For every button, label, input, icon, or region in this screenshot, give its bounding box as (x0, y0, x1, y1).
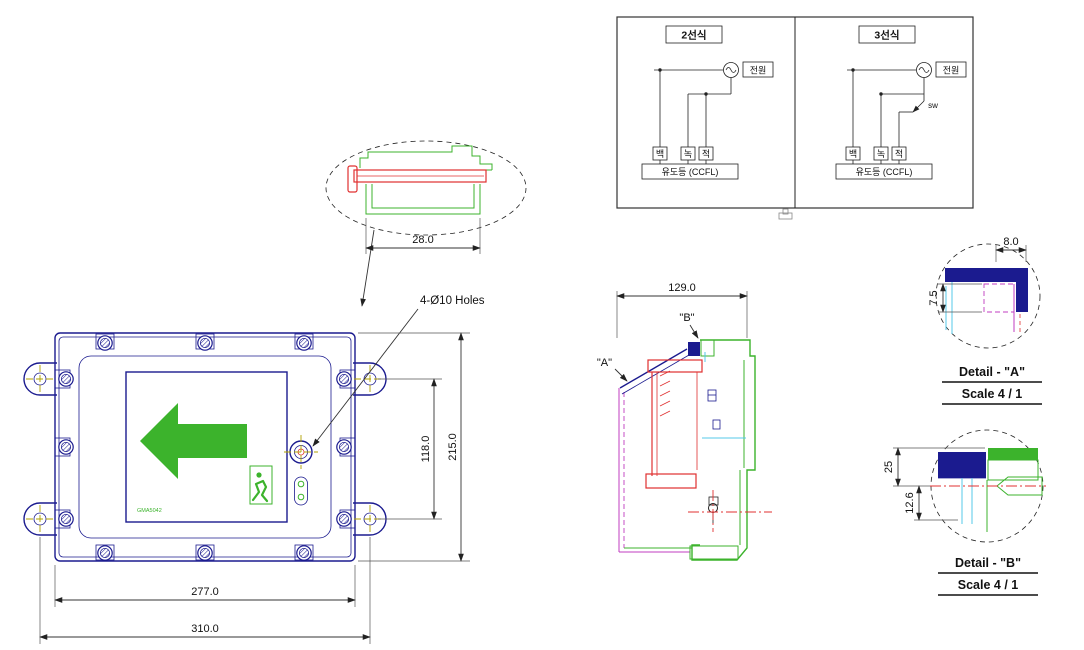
dim-8-label: 8.0 (1003, 236, 1018, 248)
wire-green-label: 녹 (877, 149, 885, 159)
dim-28-label: 28.0 (412, 234, 433, 246)
dimension-118: 118.0 (378, 378, 442, 520)
wire-red-label: 적 (895, 148, 903, 159)
wire-white-label: 백 (656, 149, 664, 159)
side-section-fasteners (707, 389, 721, 524)
switch-label: sw (928, 101, 938, 110)
dimension-277: 277.0 (54, 565, 356, 607)
side-section-centerlines (688, 490, 772, 532)
detail-b-section (930, 448, 1046, 532)
holes-callout-label: 4-Ø10 Holes (420, 295, 485, 307)
wiring-2wire-cell: 2선식 전원 백 녹 적 유도등 (CCFL) (641, 25, 774, 180)
dim-118-label: 118.0 (420, 436, 432, 463)
side-section-top-joint (688, 339, 715, 357)
detail-b-scale: Scale 4 / 1 (958, 578, 1019, 592)
indicator-hole-feature (284, 435, 318, 469)
running-man-icon (249, 465, 273, 505)
section-profile-green-top (359, 145, 493, 171)
side-section-left-profile (618, 348, 692, 553)
detail-a-section (945, 268, 1028, 334)
dim-215-label: 215.0 (447, 433, 459, 461)
dimension-28: 28.0 (365, 218, 481, 254)
dim-25-label: 25 (883, 461, 895, 473)
wiring-2wire-title: 2선식 (681, 29, 706, 42)
wire-red-label: 적 (702, 148, 710, 159)
power-label: 전원 (750, 66, 767, 76)
holes-callout: 4-Ø10 Holes (312, 295, 485, 447)
dimension-215: 215.0 (358, 332, 470, 562)
section-detail-ellipse: 28.0 (325, 140, 527, 307)
exit-sign-window: GMA5042 (125, 371, 288, 523)
side-section-lamp-module (645, 359, 703, 489)
lamp-label: 유도등 (CCFL) (662, 167, 719, 177)
switch-slot-feature (294, 476, 308, 506)
dimension-129: 129.0 (616, 282, 748, 338)
dim-7-5-label: 7.5 (928, 290, 940, 305)
lamp-label: 유도등 (CCFL) (856, 167, 913, 177)
detail-b-view: 25 12.6 Detail - "B" Scale 4 / 1 (883, 429, 1046, 596)
side-section-shell (689, 339, 756, 561)
sign-model-text: GMA5042 (137, 508, 162, 514)
dimension-12-6: 12.6 (904, 485, 958, 521)
section-profile-red-lamp (347, 165, 487, 193)
section-label-b: "B" (679, 312, 694, 324)
detail-a-title: Detail - "A" (959, 365, 1025, 379)
section-label-a: "A" (597, 357, 612, 369)
side-section-view: 129.0 "A" "B" (597, 282, 772, 561)
dimension-8: 8.0 (995, 236, 1027, 262)
front-view: GMA5042 4-Ø10 Holes 118.0 (23, 295, 485, 644)
pin-section (996, 476, 1043, 496)
wiring-3wire-title: 3선식 (874, 29, 899, 42)
dim-12-6-label: 12.6 (904, 492, 916, 513)
dimension-25: 25 (883, 447, 985, 487)
dim-129-label: 129.0 (668, 282, 696, 294)
wiring-diagram-table: 2선식 전원 백 녹 적 유도등 (CCFL) (616, 16, 974, 220)
power-label: 전원 (943, 66, 960, 76)
wire-green-label: 녹 (684, 149, 692, 159)
dimension-310: 310.0 (39, 537, 371, 644)
wiring-3wire-cell: 3선식 전원 sw 백 녹 적 유 (835, 25, 967, 180)
dim-310-label: 310.0 (191, 623, 219, 635)
front-view-body (54, 332, 356, 562)
wire-white-label: 백 (849, 149, 857, 159)
section-profile-green-channel (365, 184, 481, 215)
dimension-7-5: 7.5 (928, 283, 982, 313)
dim-277-label: 277.0 (191, 586, 219, 598)
exit-arrow-left (140, 403, 247, 479)
detail-b-title: Detail - "B" (955, 556, 1021, 570)
detail-a-view: 8.0 7.5 Detail - "A" Scale 4 / 1 (928, 236, 1042, 405)
switch-blade (912, 100, 925, 113)
detail-a-scale: Scale 4 / 1 (962, 387, 1023, 401)
stamp-mark (778, 208, 793, 220)
